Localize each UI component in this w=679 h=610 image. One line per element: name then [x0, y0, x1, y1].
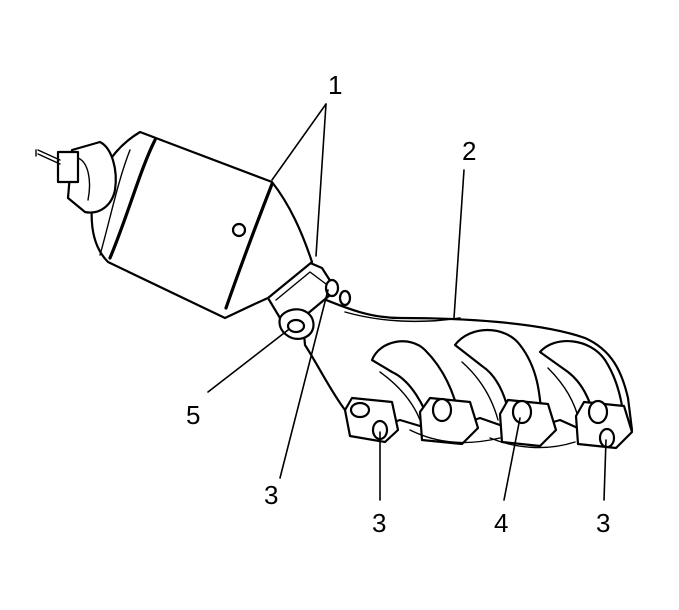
callout-3-middle: 3: [372, 508, 386, 538]
heat-shield-bolt: [349, 401, 371, 419]
exhaust-manifold: [298, 288, 634, 450]
flange-bolt-rear: [338, 289, 352, 307]
callout-5: 5: [186, 400, 200, 430]
flange-stud-3: [511, 399, 533, 425]
flange-stud-4: [587, 399, 609, 425]
oxygen-sensor: [35, 140, 117, 214]
converter-hanger: [278, 308, 315, 340]
leader-3c: [603, 439, 607, 501]
callout-2: 2: [462, 136, 476, 166]
leader-1a: [271, 103, 327, 181]
callout-4: 4: [494, 508, 508, 538]
o2-sensor-port: [231, 222, 247, 238]
leader-5: [207, 329, 289, 393]
leader-4: [503, 417, 521, 501]
leader-1b: [315, 103, 327, 257]
flange-stud-5: [598, 427, 616, 449]
converter-body: [90, 130, 314, 320]
callout-3-right: 3: [596, 508, 610, 538]
callout-3-left: 3: [264, 480, 278, 510]
flange-stud-2: [431, 397, 453, 423]
callout-labels: 1 2 5 3 3 4 3: [186, 70, 610, 538]
catalytic-converter: [90, 130, 314, 320]
leader-2: [453, 169, 465, 319]
leader-lines: [207, 103, 607, 501]
leader-3a: [279, 289, 329, 479]
flange-bolt: [324, 278, 340, 298]
callout-1: 1: [328, 70, 342, 100]
